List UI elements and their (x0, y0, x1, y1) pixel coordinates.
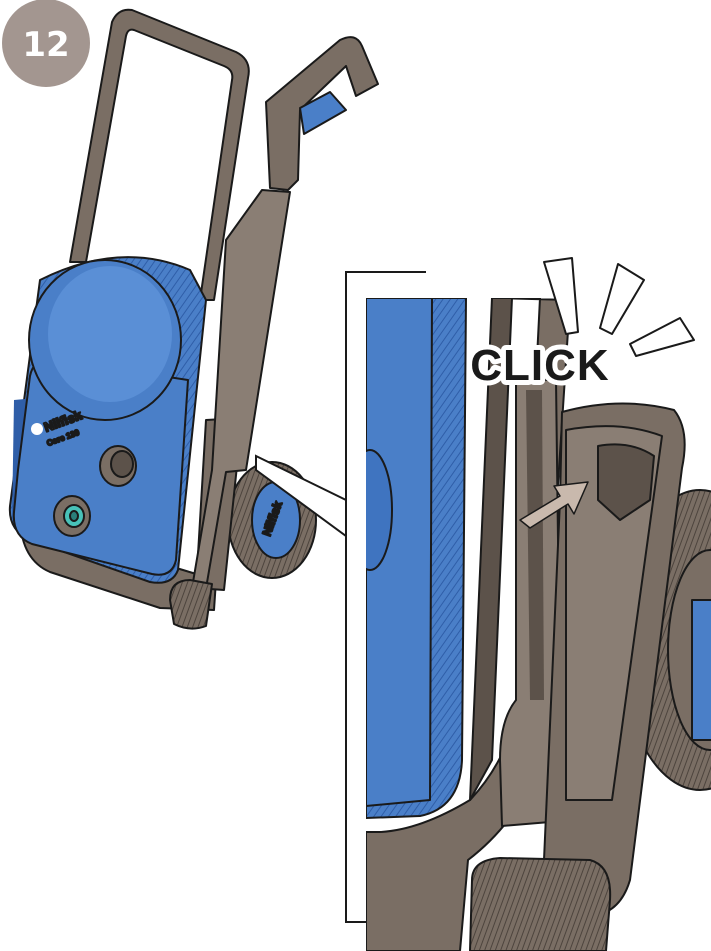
step-number: 12 (22, 25, 69, 65)
spray-gun (265, 36, 379, 191)
push-direction-arrow (519, 481, 589, 529)
pressure-washer-overview: Nilfisk Nilfisk Core 130 (8, 8, 379, 630)
power-knob (99, 445, 137, 487)
step-number-badge: 12 (2, 0, 90, 87)
click-ray-3 (629, 317, 695, 357)
detail-view (366, 298, 711, 951)
click-ray-2 (599, 263, 645, 335)
click-label: CLICK (470, 341, 609, 390)
detail-nozzle (469, 857, 612, 951)
click-sound-rays (543, 257, 695, 357)
hose-connector (53, 495, 91, 537)
click-label-outline: CLICK (470, 341, 609, 390)
holder-slot (597, 443, 655, 521)
click-ray-1 (543, 257, 579, 335)
handle-frame (69, 8, 250, 301)
